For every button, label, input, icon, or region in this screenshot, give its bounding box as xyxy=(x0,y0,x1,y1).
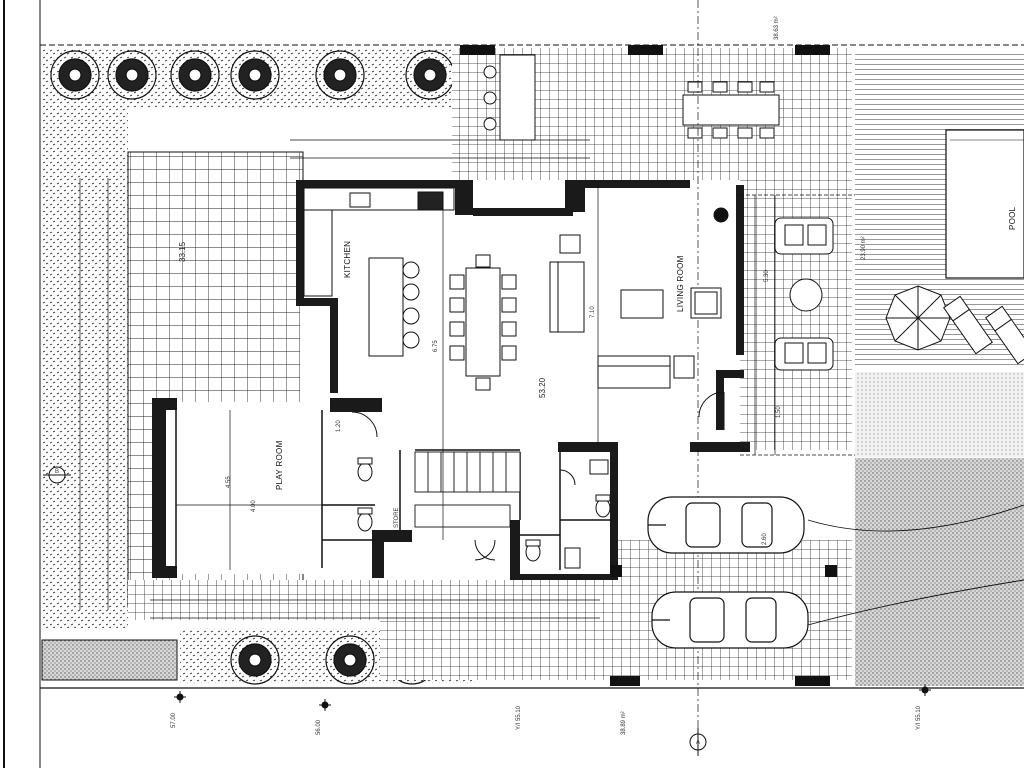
lawn-light xyxy=(855,372,1024,457)
kitchen-island xyxy=(368,257,420,357)
tree-icon xyxy=(315,50,365,100)
toilets xyxy=(357,457,611,569)
play-room-label: PLAY ROOM xyxy=(275,440,284,490)
area-bottom: 38.89 m² xyxy=(621,711,627,735)
car-icon xyxy=(651,591,809,649)
section-left-label: B xyxy=(55,469,59,475)
living-furniture xyxy=(549,207,729,389)
dim-play-width: 4.00 xyxy=(251,500,257,512)
dim-garage: 2.60 xyxy=(762,533,768,545)
area-pool-side: 23.90 m² xyxy=(861,236,867,260)
tree-icon xyxy=(230,50,280,100)
driveway-curve xyxy=(807,504,1024,532)
area-terrace: 33.15 xyxy=(178,241,187,262)
staircase xyxy=(414,451,521,528)
walls xyxy=(152,180,750,580)
section-marker-bottom: A xyxy=(689,728,707,756)
crosshair-icon xyxy=(919,684,931,696)
tree-icon xyxy=(405,50,455,100)
area-top-right: 38.63 m² xyxy=(774,16,780,40)
section-marker-left: B xyxy=(43,466,71,484)
dim-terrace-right: 5.30 xyxy=(764,270,770,282)
level-3: Y/I 55.10 xyxy=(516,705,522,730)
tree-icon xyxy=(170,50,220,100)
gravel-bed-bottom-left xyxy=(41,639,178,681)
level-marker: Y/I 55.10 xyxy=(916,684,931,730)
garden-left-strip xyxy=(42,108,128,628)
dim-play-height: 4.55 xyxy=(226,476,232,488)
dim-door: 1.20 xyxy=(336,420,342,432)
tree-icon xyxy=(50,50,100,100)
kitchen-label: KITCHEN xyxy=(343,241,352,278)
axis-lines xyxy=(176,0,855,740)
tree-row-top xyxy=(50,50,455,100)
driveway-gravel xyxy=(855,458,1024,686)
partitions xyxy=(175,408,612,570)
doors xyxy=(351,391,725,561)
dimension-lines xyxy=(79,139,776,619)
level-4: Y/I 55.10 xyxy=(916,705,922,730)
dim-side: 1.50 xyxy=(776,406,782,418)
section-bottom-label: A xyxy=(696,740,700,746)
outdoor-dining-table xyxy=(682,81,780,139)
dim-living: 7.10 xyxy=(590,306,596,318)
level-2: 56.00 xyxy=(316,719,322,735)
bbq-counter xyxy=(483,54,536,141)
level-marker: 57.00 xyxy=(171,691,186,728)
tree-icon xyxy=(230,635,280,685)
kitchen-counter xyxy=(303,187,455,297)
patio-furniture xyxy=(774,217,834,371)
play-room-floor xyxy=(155,402,375,574)
dim-kitchen: 6.75 xyxy=(433,340,439,352)
sun-lounger xyxy=(985,305,1024,365)
tree-icon xyxy=(325,635,375,685)
umbrella-icon xyxy=(885,285,951,351)
driveway-curve xyxy=(807,579,1024,626)
store-label: STORE xyxy=(394,507,400,528)
crosshair-icon xyxy=(319,699,331,711)
car-icon xyxy=(647,496,805,554)
dining-table xyxy=(449,254,517,391)
living-room-label: LIVING ROOM xyxy=(676,255,685,312)
tree-icon xyxy=(107,50,157,100)
area-main: 53.20 xyxy=(538,377,547,398)
level-marker: Y/I 55.10 xyxy=(516,705,522,730)
crosshair-icon xyxy=(174,691,186,703)
level-marker: 56.00 xyxy=(316,699,331,735)
pool xyxy=(945,129,1024,279)
level-1: 57.00 xyxy=(171,712,177,728)
carport-columns xyxy=(460,45,837,686)
sun-lounger xyxy=(943,295,993,355)
pool-label: POOL xyxy=(1008,206,1017,230)
